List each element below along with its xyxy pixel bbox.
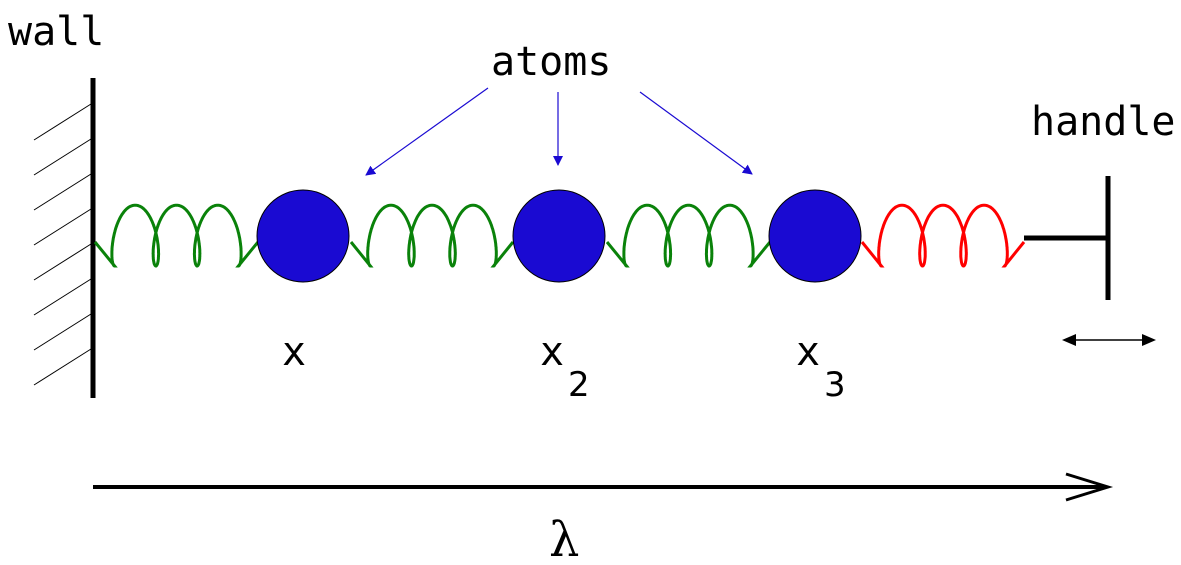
spring-wall-atom1	[93, 203, 260, 268]
wall-hatch-1	[33, 103, 92, 141]
lambda-label: λ	[549, 512, 579, 565]
handle	[1024, 176, 1111, 300]
spring-atom3-handle	[860, 203, 1026, 268]
wall-hatch-4	[33, 208, 92, 246]
wall-hatch-7	[33, 313, 92, 351]
x3-label: x	[796, 329, 820, 375]
wall-hatch-5	[33, 243, 92, 281]
atom-2	[512, 189, 606, 283]
atom-3	[768, 189, 862, 283]
x3-subscript: 3	[824, 365, 846, 405]
wall-hatch-3	[33, 173, 92, 211]
spring-atom2-atom3	[605, 203, 772, 268]
spring-atom1-atom2	[349, 203, 515, 268]
x1-label: x	[282, 329, 306, 375]
atoms-arrow-1	[365, 87, 489, 176]
atom-1	[256, 189, 350, 283]
wall	[33, 78, 96, 398]
handle-double-arrow	[1062, 334, 1156, 346]
lambda-arrowhead	[1065, 472, 1114, 502]
wall-hatching	[33, 103, 92, 386]
springs	[93, 203, 1026, 268]
atoms-label: atoms	[491, 39, 611, 85]
handle-label: handle	[1031, 99, 1176, 145]
wall-label: wall	[8, 9, 104, 55]
wall-hatch-6	[33, 278, 92, 316]
wall-hatch-8	[33, 348, 92, 386]
atoms-arrow-3	[639, 91, 753, 175]
wall-hatch-2	[33, 138, 92, 176]
x2-label: x	[540, 329, 564, 375]
x2-subscript: 2	[568, 365, 590, 405]
